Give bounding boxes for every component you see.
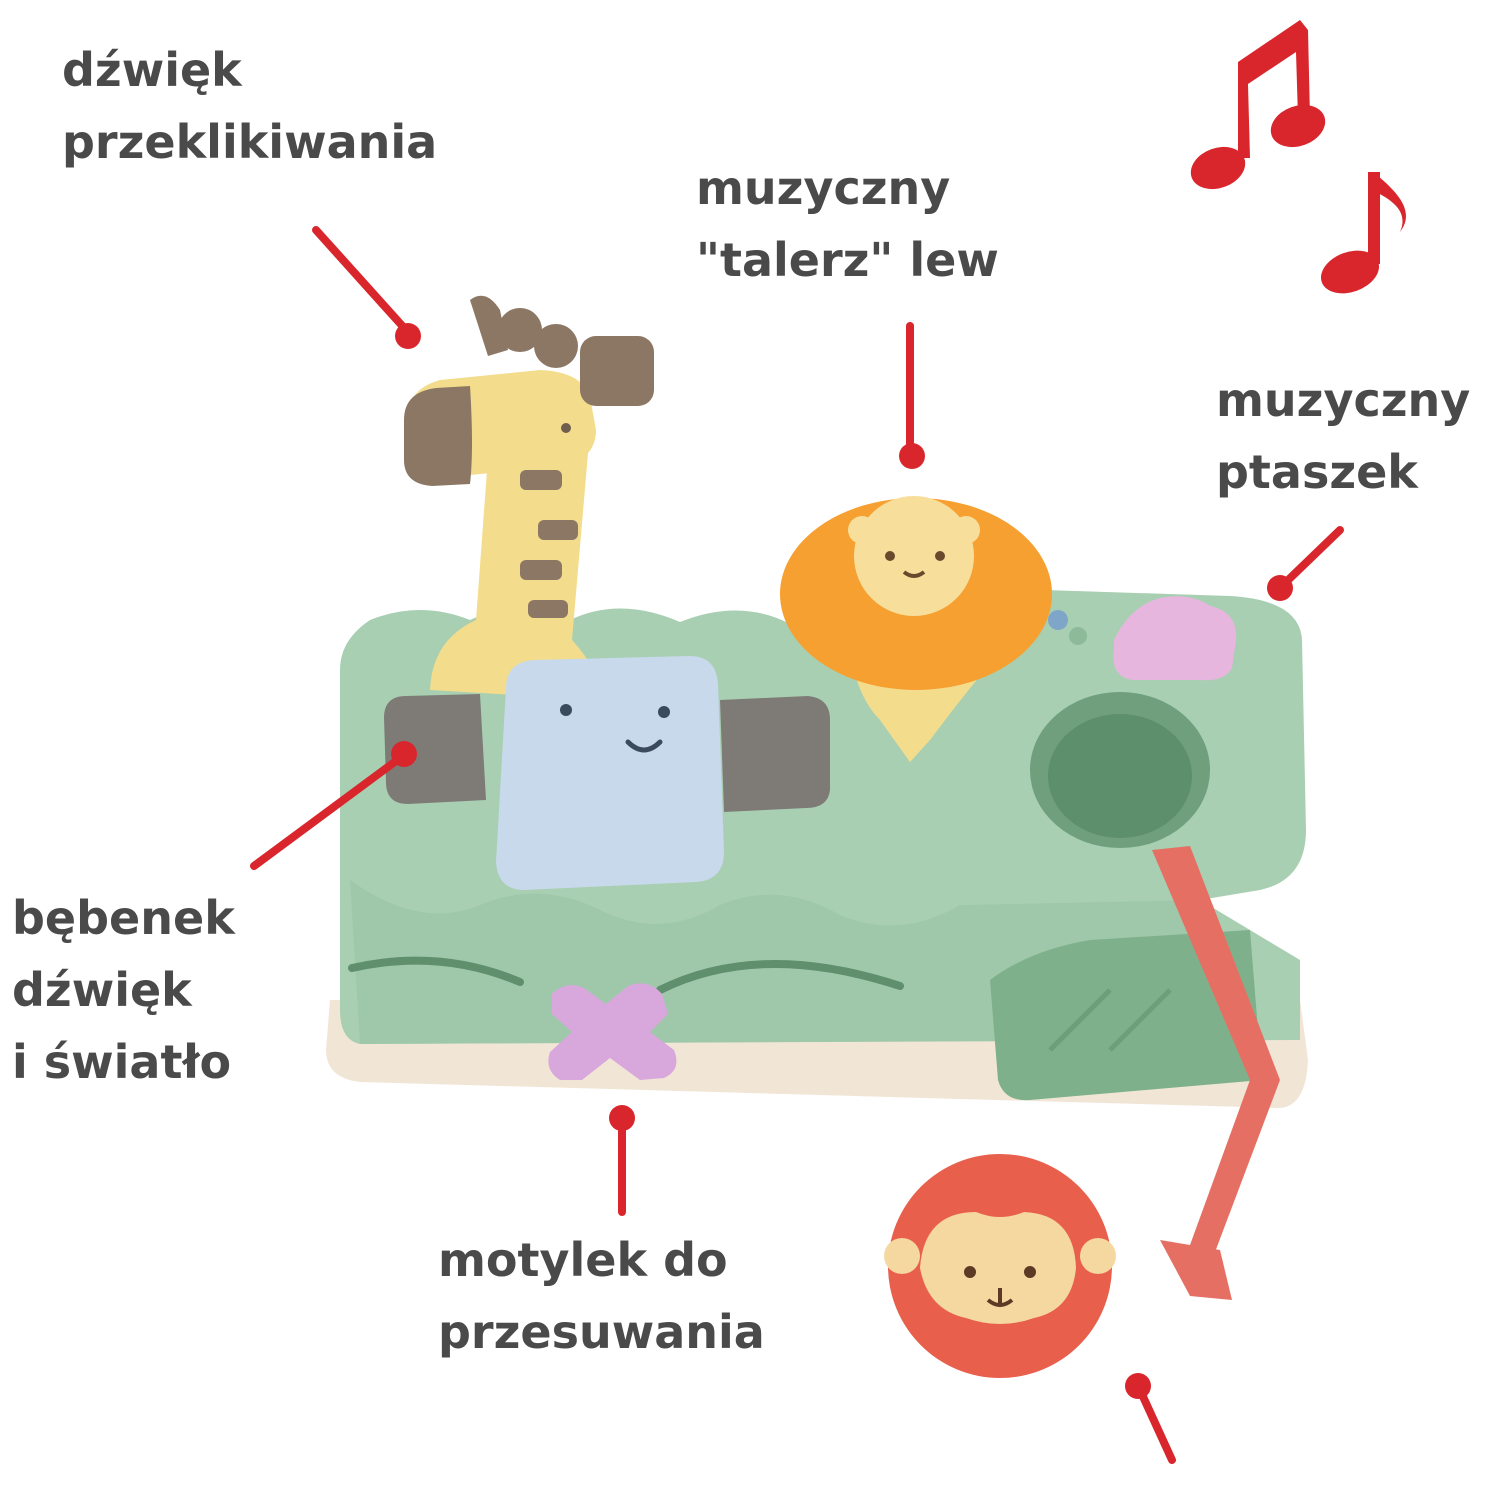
label-line: przeklikiwania	[62, 115, 438, 169]
label-line: "talerz" lew	[696, 233, 999, 287]
label-line: dźwięk	[12, 963, 192, 1017]
label-line: muzyczny	[696, 161, 951, 215]
label-drum: bębenek dźwięk i światło	[12, 882, 235, 1098]
giraffe-figure	[404, 295, 654, 700]
label-line: motylek do	[438, 1233, 728, 1287]
music-note-icon	[1320, 172, 1406, 294]
label-line: ptaszek	[1216, 445, 1418, 499]
label-click-sound: dźwięk przeklikiwania	[62, 34, 437, 178]
bird-button	[1113, 596, 1237, 681]
music-note-icon	[1190, 20, 1326, 190]
butterfly-slider	[548, 983, 677, 1080]
label-line: bębenek	[12, 891, 235, 945]
lion-plate	[780, 496, 1052, 762]
pointer-lines	[250, 226, 1344, 1464]
label-line: przesuwania	[438, 1305, 765, 1359]
drum-elephant-cube	[384, 656, 830, 890]
label-line: i światło	[12, 1035, 232, 1089]
monkey-ball	[884, 846, 1280, 1378]
label-butterfly: motylek do przesuwania	[438, 1224, 765, 1368]
label-music-bird: muzyczny ptaszek	[1216, 364, 1470, 508]
label-line: dźwięk	[62, 43, 242, 97]
label-lion-plate: muzyczny "talerz" lew	[696, 152, 999, 296]
label-line: muzyczny	[1216, 373, 1471, 427]
